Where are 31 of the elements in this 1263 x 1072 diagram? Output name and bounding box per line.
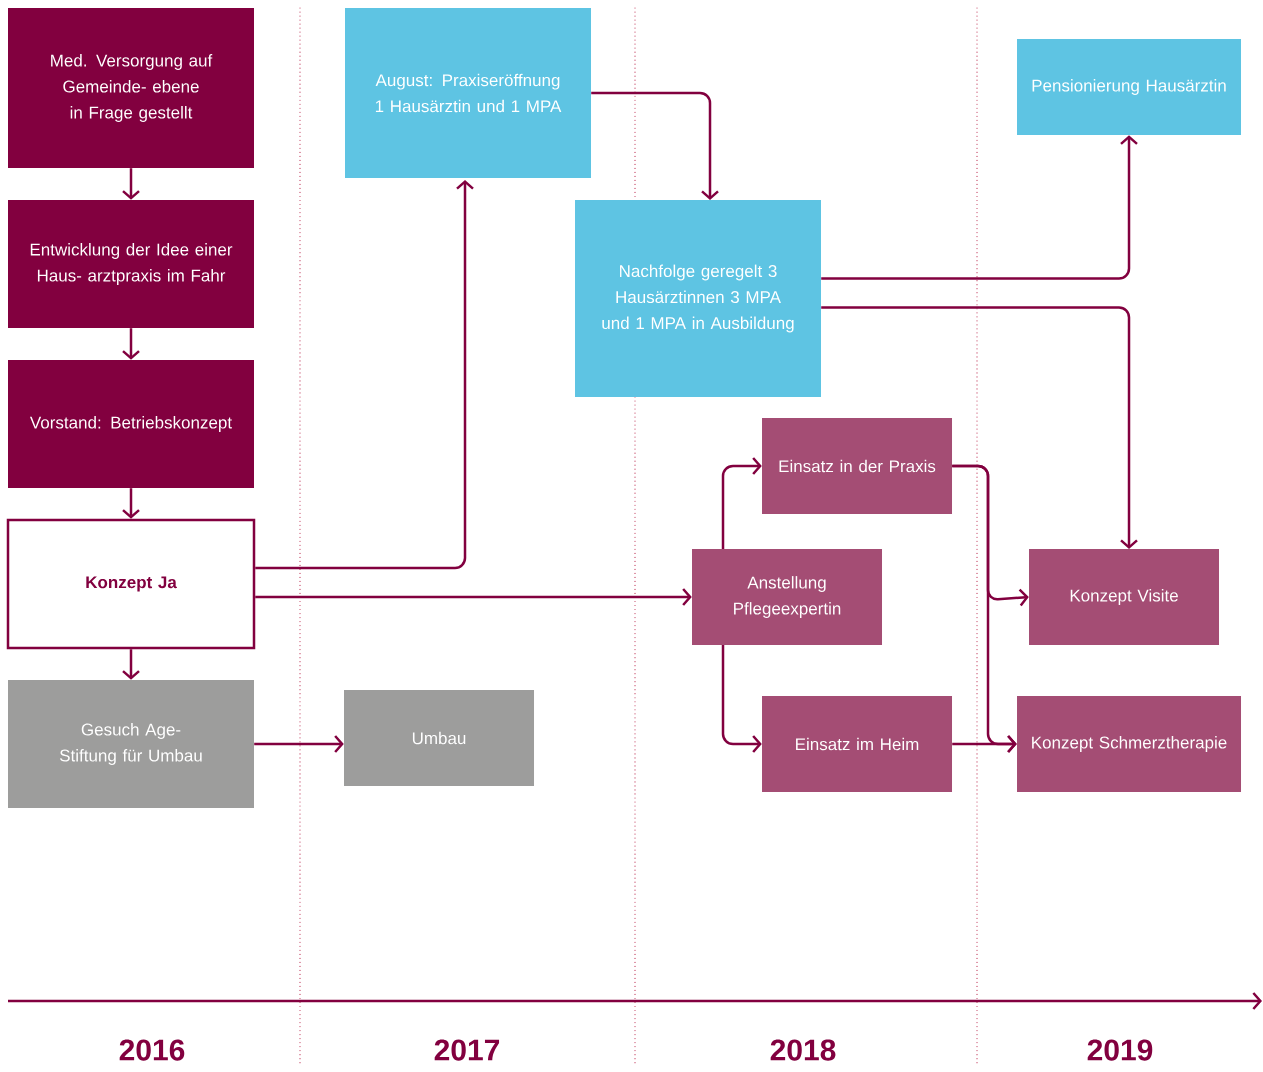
arrow <box>254 735 344 753</box>
process-box: August: Praxiseröffnung 1 Hausärztin und 1 MPA <box>345 8 591 178</box>
year-label: 2016 <box>119 1039 185 1061</box>
process-box: Pensionierung Hausärztin <box>1017 39 1241 135</box>
process-box: Med. Versorgung auf Gemeinde- ebene in Frage gestellt <box>8 8 254 168</box>
process-box: Gesuch Age-Stiftung für Umbau <box>8 680 254 808</box>
year-label: 2017 <box>434 1039 500 1061</box>
arrow <box>122 649 140 680</box>
process-box: Umbau <box>344 690 534 786</box>
arrow <box>821 306 1138 549</box>
arrow <box>721 457 762 549</box>
arrow <box>591 91 719 200</box>
arrow <box>122 328 140 360</box>
arrow <box>122 488 140 519</box>
process-box: Einsatz im Heim <box>762 696 952 792</box>
process-box: Konzept Schmerztherapie <box>1017 696 1241 792</box>
process-box: Anstellung Pflegeexpertin <box>692 549 882 645</box>
arrow <box>255 588 692 606</box>
process-box: Einsatz in der Praxis <box>762 418 952 514</box>
year-label: 2019 <box>1087 1039 1153 1061</box>
process-box: Konzept Visite <box>1029 549 1219 645</box>
process-box: Vorstand: Betriebskonzept <box>8 360 254 488</box>
arrow <box>122 168 140 200</box>
process-box: Entwicklung der Idee einer Haus- arztpraxis im Fahr <box>8 200 254 328</box>
decision-box: Konzept Ja <box>6 518 256 650</box>
arrow <box>821 135 1138 280</box>
arrow <box>952 735 1017 753</box>
arrow <box>721 645 762 753</box>
arrow <box>255 180 474 570</box>
year-label: 2018 <box>770 1039 836 1061</box>
process-box: Nachfolge geregelt 3 Hausärztinnen 3 MPA und 1 MPA in Ausbildung <box>575 200 821 397</box>
